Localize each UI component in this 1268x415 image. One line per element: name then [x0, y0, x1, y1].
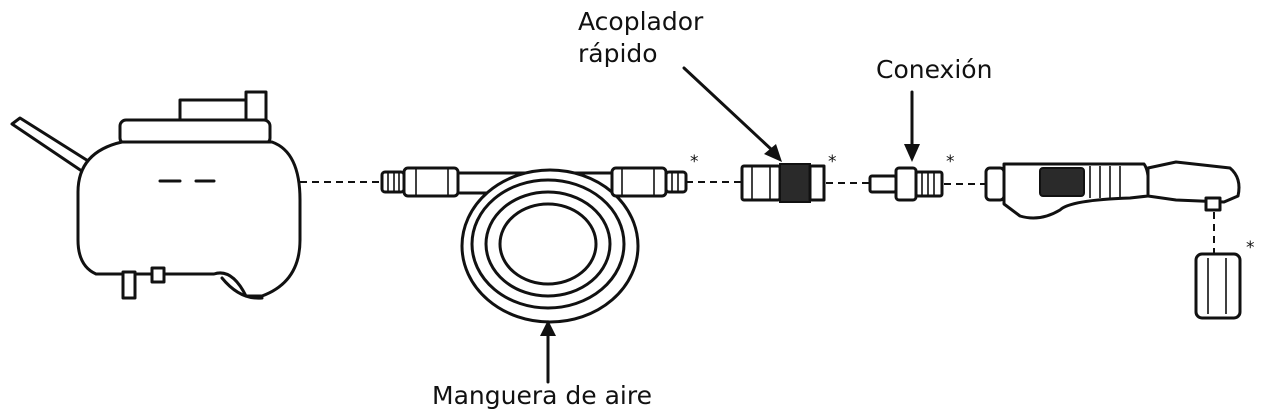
hose-label-arrow: [540, 320, 556, 384]
hose-label: Manguera de aire: [432, 381, 652, 410]
socket-icon: [1194, 252, 1242, 320]
socket-asterisk: *: [1246, 238, 1255, 258]
coupler-label-line-1: Acoplador: [578, 7, 704, 36]
fitting-label: Conexión: [876, 55, 993, 84]
hose-coupler-asterisk: *: [690, 152, 699, 172]
air-hose-icon: [380, 166, 688, 324]
fitting-icon: [868, 166, 944, 202]
coupler-fitting-asterisk: *: [828, 152, 837, 172]
coupler-label: Acoplador rápido: [578, 6, 738, 70]
fitting-label-arrow: [904, 90, 920, 162]
air-ratchet-icon: [984, 160, 1241, 220]
quick-coupler-icon: [740, 163, 826, 203]
coupler-label-line-2: rápido: [578, 39, 658, 68]
coupler-label-arrow: [682, 66, 782, 162]
air-compressor-icon: [10, 90, 302, 300]
fitting-ratchet-asterisk: *: [946, 152, 955, 172]
